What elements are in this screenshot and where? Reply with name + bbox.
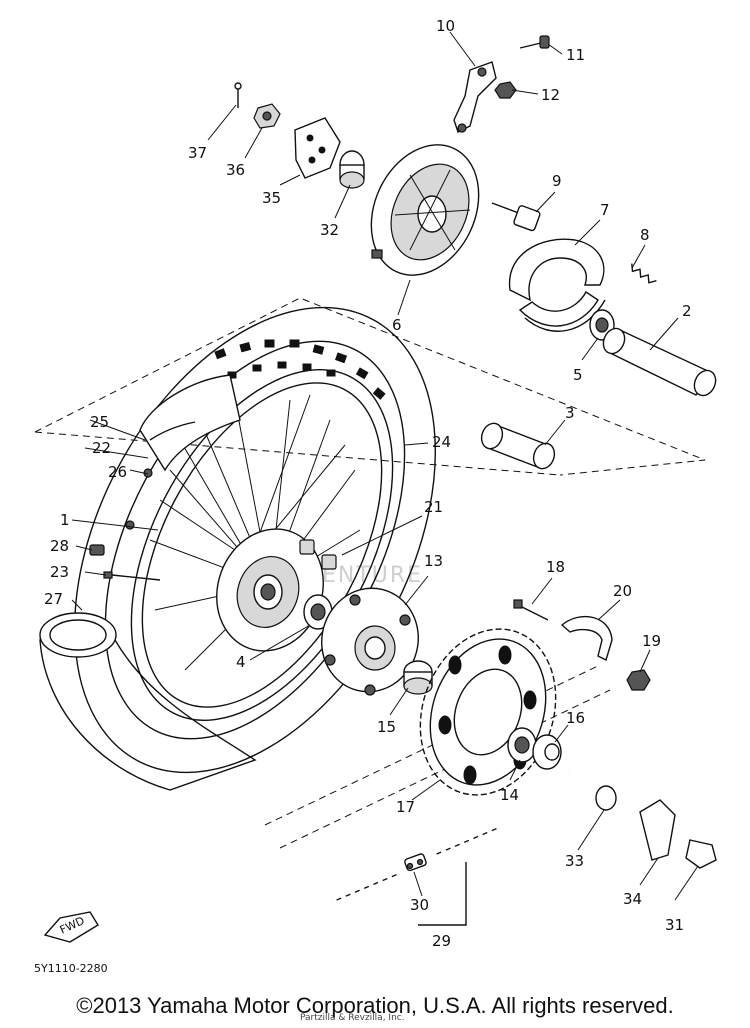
bracket-29 (418, 862, 467, 926)
sprocket-17 (419, 628, 557, 796)
collar-16 (532, 734, 562, 770)
spring-8 (631, 263, 657, 284)
callout-6: 6 (392, 316, 402, 334)
callout-20: 20 (613, 582, 632, 600)
callout-8: 8 (640, 226, 650, 244)
credit-small: Partzilla & Revzilla, Inc. (300, 1013, 405, 1023)
callout-23: 23 (50, 563, 69, 581)
callout-numbers: 1 2 3 4 5 6 7 8 9 10 11 12 13 14 15 16 1… (44, 17, 692, 950)
axle-31 (569, 768, 717, 869)
nut-36 (253, 103, 281, 129)
collar-33 (595, 785, 617, 811)
callout-5: 5 (573, 366, 583, 384)
callout-17: 17 (396, 798, 415, 816)
tube-25 (139, 374, 241, 472)
callout-11: 11 (566, 46, 585, 64)
callout-31: 31 (665, 916, 684, 934)
tire-24 (74, 306, 436, 774)
callout-32-33: 33 (565, 852, 584, 870)
copyright-footer: ©2013 Yamaha Motor Corporation, U.S.A. A… (76, 993, 674, 1018)
spacer-3 (480, 422, 556, 470)
callout-10: 10 (436, 17, 455, 35)
callout-28: 28 (50, 537, 69, 555)
bolt-11 (519, 35, 550, 49)
callout-2: 2 (682, 302, 692, 320)
leader-lines (71, 31, 699, 901)
front-arrow-icon: FWD (43, 911, 99, 943)
drive-chain-29 (331, 826, 499, 904)
callout-36: 36 (226, 161, 245, 179)
brake-shoes-7 (508, 238, 606, 332)
callout-15: 15 (377, 718, 396, 736)
master-link-30 (404, 853, 427, 872)
sprocket-hub-13 (321, 587, 419, 696)
camshaft-9 (491, 202, 541, 232)
callout-30: 30 (410, 896, 429, 914)
bearing-14 (507, 727, 537, 763)
callout-34: 34 (623, 890, 642, 908)
callout-35: 35 (262, 189, 281, 207)
collar-15 (403, 660, 433, 695)
callout-14: 14 (500, 786, 519, 804)
callout-7: 7 (600, 201, 610, 219)
adjuster-plate-35 (294, 117, 341, 179)
callout-13: 13 (424, 552, 443, 570)
bearing-4 (303, 594, 333, 630)
callout-32: 32 (320, 221, 339, 239)
lock-washer-20 (560, 615, 613, 661)
callout-12: 12 (541, 86, 560, 104)
diagram-code: 5Y1110-2280 (34, 962, 108, 975)
callout-26: 26 (108, 463, 127, 481)
callout-19: 19 (642, 632, 661, 650)
callout-25: 25 (90, 413, 109, 431)
brake-panel-6 (370, 144, 480, 276)
nut-12 (494, 81, 517, 99)
brake-lever-10 (453, 61, 497, 133)
callout-27: 27 (44, 590, 63, 608)
spacer-2 (602, 327, 717, 397)
bolt-18 (513, 599, 549, 621)
callout-1: 1 (60, 511, 70, 529)
cotter-pin-37 (234, 82, 242, 108)
callout-9: 9 (552, 172, 562, 190)
callout-21: 21 (424, 498, 443, 516)
callout-22: 22 (92, 439, 111, 457)
callout-4: 4 (236, 653, 246, 671)
callout-18: 18 (546, 558, 565, 576)
callout-3: 3 (565, 404, 575, 422)
callout-24: 24 (432, 433, 451, 451)
rim-band-27 (39, 612, 257, 791)
callout-29: 29 (432, 932, 451, 950)
callout-16: 16 (566, 709, 585, 727)
hub-dampers-21 (299, 539, 337, 570)
chain-puller-34 (639, 799, 676, 861)
nut-19 (626, 669, 651, 691)
callout-37: 37 (188, 144, 207, 162)
collar-32 (339, 150, 365, 189)
